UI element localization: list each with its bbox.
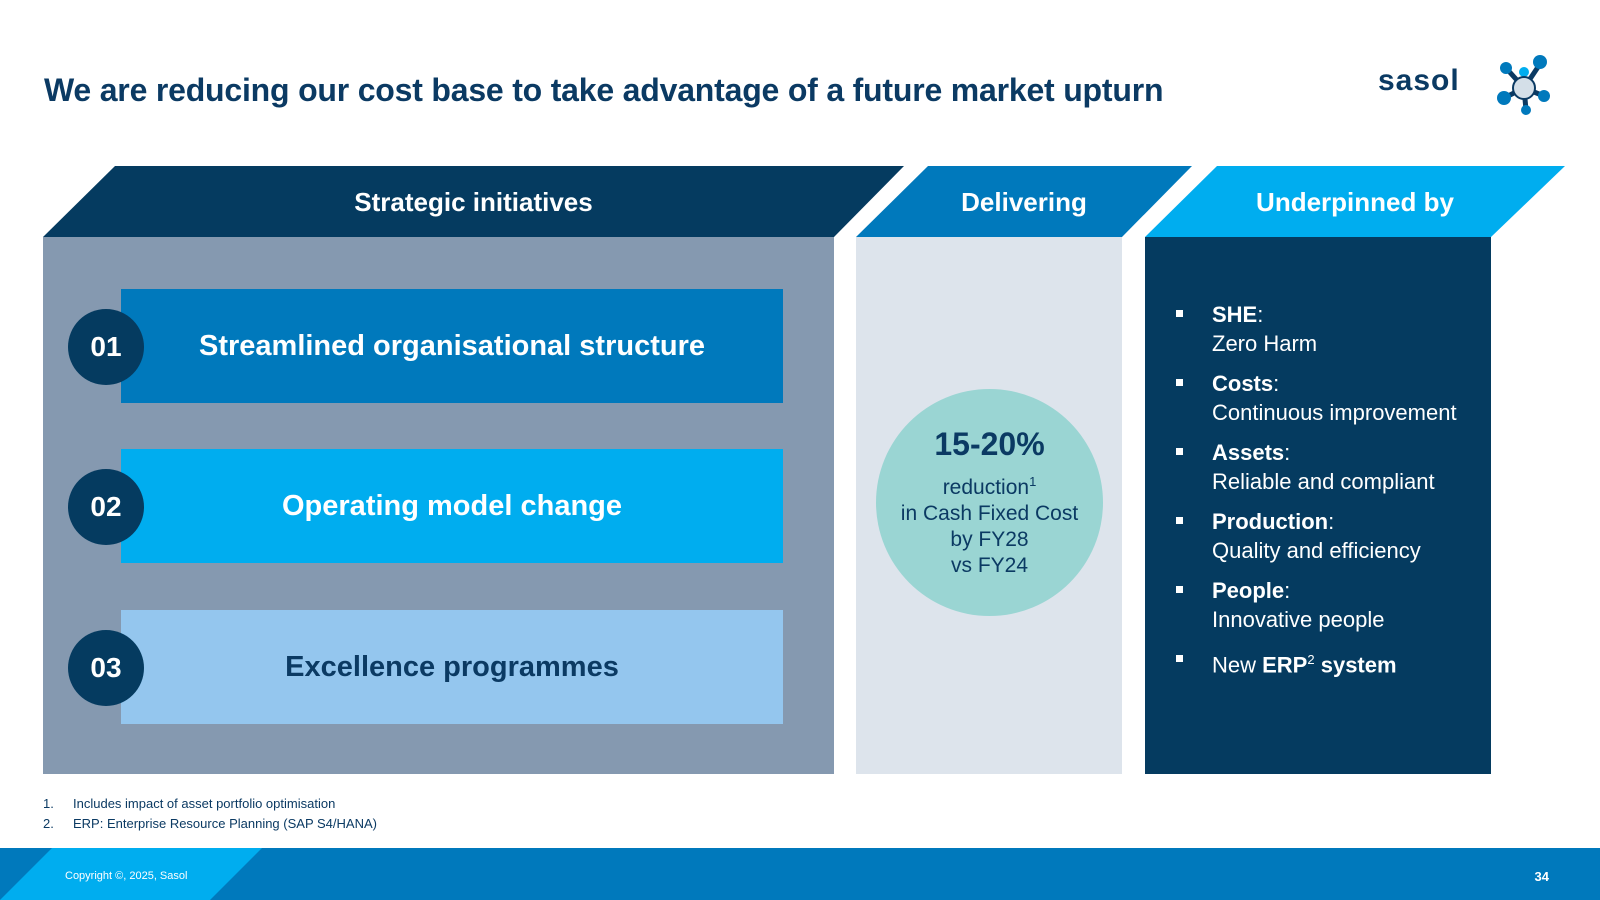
footer-accent-graphic <box>0 848 262 900</box>
copyright-text: Copyright ©, 2025, Sasol <box>65 870 188 882</box>
item-detail: Continuous improvement <box>1212 400 1457 425</box>
reduction-word: reduction <box>942 476 1030 499</box>
footnote-number: 1. <box>43 796 54 811</box>
page-number: 34 <box>1534 869 1549 884</box>
initiative-box-1: Streamlined organisational structure <box>121 289 783 403</box>
item-title: SHE <box>1212 302 1258 327</box>
bullet-icon <box>1176 448 1183 455</box>
item-detail: Quality and efficiency <box>1212 538 1421 563</box>
item-separator: : <box>1257 302 1264 327</box>
erp-title: ERP <box>1262 652 1308 678</box>
reduction-target-year: by FY28 <box>950 528 1029 551</box>
sasol-logo: sasol <box>1378 50 1553 116</box>
item-detail: Zero Harm <box>1212 331 1318 356</box>
initiative-box-2: Operating model change <box>121 449 783 563</box>
item-detail: Innovative people <box>1212 607 1385 632</box>
item-title: Assets <box>1212 440 1285 465</box>
initiative-box-3: Excellence programmes <box>121 610 783 724</box>
reduction-label: reduction1 <box>943 469 1037 501</box>
section-headers-graphic <box>43 166 1565 237</box>
header-band-strategic <box>43 166 904 237</box>
bullet-icon <box>1176 379 1183 386</box>
logo-text: sasol <box>1378 64 1460 97</box>
item-detail: Reliable and compliant <box>1212 469 1435 494</box>
erp-suffix: system <box>1314 652 1397 678</box>
header-band-delivering <box>856 166 1192 237</box>
initiative-number-3: 03 <box>68 630 144 706</box>
footnote-2: 2. ERP: Enterprise Resource Planning (SAP… <box>43 816 377 831</box>
footnote-1: 1. Includes impact of asset portfolio opt… <box>43 796 377 811</box>
footnote-text: Includes impact of asset portfolio optim… <box>73 796 336 811</box>
list-item: Assets: Reliable and compliant <box>1176 438 1486 496</box>
initiative-number-2: 02 <box>68 469 144 545</box>
footer-bar <box>0 848 1600 900</box>
bullet-icon <box>1176 655 1183 662</box>
reduction-baseline-year: vs FY24 <box>950 554 1029 577</box>
header-band-underpinned <box>1145 166 1565 237</box>
footnote-number: 2. <box>43 816 54 831</box>
list-item-erp: New ERP2 system <box>1176 645 1486 679</box>
header-underpinned: Underpinned by <box>1256 187 1454 217</box>
initiative-number-1: 01 <box>68 309 144 385</box>
list-item: People: Innovative people <box>1176 576 1486 634</box>
reduction-metric: in Cash Fixed Cost <box>900 502 1079 525</box>
list-item: Costs: Continuous improvement <box>1176 369 1486 427</box>
reduction-percentage: 15-20% <box>934 426 1045 462</box>
list-item: SHE: Zero Harm <box>1176 300 1486 358</box>
item-separator: : <box>1284 578 1291 603</box>
bullet-icon <box>1176 517 1183 524</box>
item-separator: : <box>1273 371 1280 396</box>
bullet-icon <box>1176 310 1183 317</box>
list-item: Production: Quality and efficiency <box>1176 507 1486 565</box>
header-strategic: Strategic initiatives <box>354 187 593 217</box>
footnote-ref-1: 1 <box>1029 474 1037 489</box>
item-title: People <box>1212 578 1285 603</box>
page-title: We are reducing our cost base to take ad… <box>44 72 1164 108</box>
footnotes: 1. Includes impact of asset portfolio opt… <box>43 796 377 836</box>
item-title: Production <box>1212 509 1329 534</box>
erp-prefix: New <box>1212 652 1263 678</box>
underpinned-list: SHE: Zero Harm Costs: Continuous improveme… <box>1176 300 1486 690</box>
item-separator: : <box>1284 440 1291 465</box>
header-delivering: Delivering <box>961 187 1087 217</box>
footnote-text: ERP: Enterprise Resource Planning (SAP S… <box>73 816 377 831</box>
item-separator: : <box>1328 509 1335 534</box>
item-title: Costs <box>1212 371 1274 396</box>
molecule-icon <box>1497 55 1550 115</box>
bullet-icon <box>1176 586 1183 593</box>
footnote-ref-2: 2 <box>1307 652 1315 667</box>
underpinned-panel <box>1145 237 1491 774</box>
cost-reduction-circle: 15-20% reduction1 in Cash Fixed Cost by … <box>876 389 1103 616</box>
